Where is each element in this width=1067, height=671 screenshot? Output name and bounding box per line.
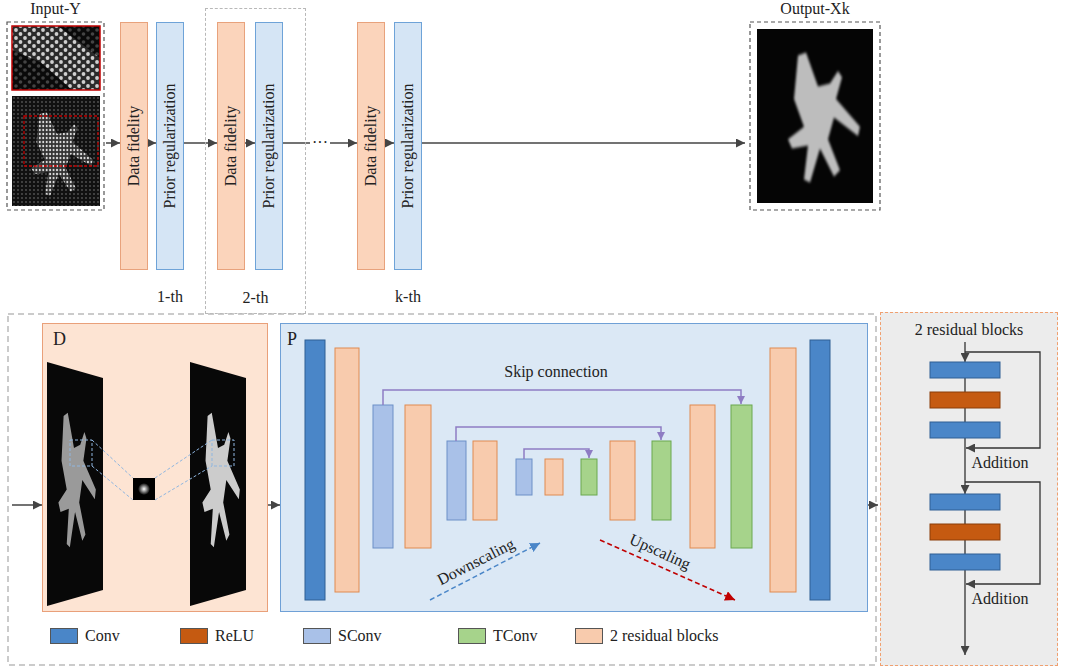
text-holder: Data fidelity — [222, 106, 240, 186]
node-text: P — [287, 329, 297, 349]
output-panel: Output-Xk — [745, 0, 885, 210]
legend-swatch — [303, 628, 331, 644]
data-fidelity-box: Data fidelity — [217, 22, 245, 270]
node-text: Input-Y — [30, 0, 81, 17]
node-text: Prior regularization — [161, 84, 178, 209]
output-image — [750, 22, 880, 210]
node-text: Data fidelity — [125, 106, 142, 186]
legend-holder: ReLU — [215, 627, 254, 645]
label-holder: Addition — [972, 590, 1029, 608]
flow-arrow — [245, 142, 255, 144]
residual-detail — [965, 342, 1040, 655]
legend-holder: 2 residual blocks — [610, 627, 718, 645]
flow-arrow — [268, 504, 280, 506]
data-fidelity-panel: D — [42, 323, 268, 612]
text-holder: Data fidelity — [125, 106, 143, 186]
annotation-label: k-th — [395, 288, 421, 305]
legend-swatch — [458, 628, 486, 644]
data-fidelity-box: Data fidelity — [357, 22, 385, 270]
input-image — [7, 22, 104, 210]
text-holder: 2-th — [206, 289, 305, 307]
annotation-label: 1-th — [157, 288, 183, 305]
unet-blocks — [305, 340, 830, 600]
edge-label-holder: ··· — [310, 134, 330, 152]
legend-text: 2 residual blocks — [610, 627, 718, 644]
zoom-region — [8, 314, 876, 665]
legend-holder: Conv — [85, 627, 120, 645]
prior-regularization-box: Prior regularization — [156, 22, 184, 270]
legend-text: TConv — [493, 627, 537, 644]
text-holder: 2 residual blocks — [881, 321, 1057, 339]
legend-text: SConv — [338, 627, 382, 644]
node-text: 2 residual blocks — [915, 321, 1023, 338]
legend-holder: SConv — [338, 627, 382, 645]
label-holder: 1-th — [157, 288, 183, 306]
legend-swatch — [180, 628, 208, 644]
flow-arrow — [148, 142, 156, 144]
text-holder: Output-Xk — [745, 0, 885, 18]
annotation-label: Addition — [972, 590, 1029, 607]
flow-arrow — [106, 142, 120, 144]
text-holder: Input-Y — [5, 0, 106, 18]
flow-arrow — [422, 142, 745, 144]
label-holder: Skip connection — [504, 363, 608, 381]
label-holder: k-th — [395, 288, 421, 306]
legend-holder: TConv — [493, 627, 537, 645]
legend-text: Conv — [85, 627, 120, 644]
annotation-label: Skip connection — [504, 363, 608, 380]
flow-arrow — [184, 142, 217, 144]
legend-text: ReLU — [215, 627, 254, 644]
node-text: Data fidelity — [362, 106, 379, 186]
input-arrow — [12, 504, 42, 506]
flow-arrow — [385, 142, 394, 144]
label-holder: Addition — [972, 454, 1029, 472]
edge-label: ··· — [310, 134, 330, 152]
text-holder: Prior regularization — [260, 84, 278, 209]
text-holder: D — [53, 330, 66, 349]
annotation-label: Addition — [972, 454, 1029, 471]
text-holder: P — [287, 330, 297, 349]
node-text: Prior regularization — [399, 84, 416, 209]
node-text: 2-th — [243, 289, 269, 306]
deconvolution-illustration — [47, 362, 246, 606]
node-text: Prior regularization — [260, 84, 277, 209]
skip-connections — [383, 390, 741, 459]
legend-swatch — [50, 628, 78, 644]
node-text: D — [53, 329, 66, 349]
prior-regularization-box: Prior regularization — [255, 22, 283, 270]
data-fidelity-box: Data fidelity — [120, 22, 148, 270]
output-arrow — [868, 504, 878, 506]
input-panel: Input-Y — [5, 0, 106, 210]
stage-group: 2-th Data fidelity Prior regularization — [205, 8, 306, 314]
node-text: Data fidelity — [222, 106, 239, 186]
text-holder: Prior regularization — [161, 84, 179, 209]
text-holder: Data fidelity — [362, 106, 380, 186]
residual-panel: 2 residual blocks — [880, 312, 1058, 666]
node-text: Output-Xk — [780, 0, 849, 17]
text-holder: Prior regularization — [399, 84, 417, 209]
prior-regularization-box: Prior regularization — [394, 22, 422, 270]
legend-swatch — [575, 628, 603, 644]
